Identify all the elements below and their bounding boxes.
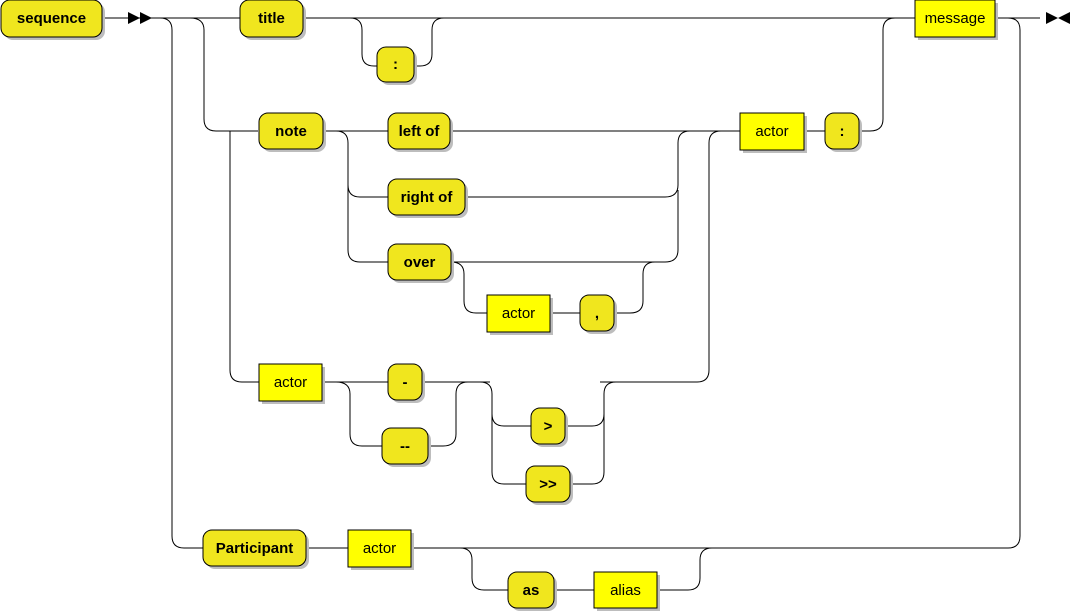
terminal-left-of-label: left of xyxy=(399,123,441,140)
nonterminal-note-actor: actor xyxy=(739,112,807,153)
terminal-double-gt-label: >> xyxy=(539,476,557,493)
terminal-title-label: title xyxy=(258,10,285,27)
terminal-gt-label: > xyxy=(544,418,553,435)
terminal-left-of: left of xyxy=(387,112,453,152)
rule-name-sequence: sequence xyxy=(0,0,105,40)
nonterminal-over-actor: actor xyxy=(486,294,553,335)
rule-name-label: sequence xyxy=(17,10,86,27)
nonterminal-line-actor: actor xyxy=(258,363,325,404)
start-arrow-icon xyxy=(128,12,152,24)
terminal-title: title xyxy=(239,0,306,40)
nonterminal-participant-actor: actor xyxy=(347,529,414,570)
terminal-note-colon: : xyxy=(824,112,862,152)
terminal-as: as xyxy=(507,571,557,611)
terminal-dash: - xyxy=(387,363,425,403)
terminal-title-colon: : xyxy=(376,46,417,85)
terminal-dash-label: - xyxy=(403,374,408,391)
nonterminal-participant-actor-label: actor xyxy=(363,540,396,557)
terminal-over-label: over xyxy=(404,254,436,271)
nonterminal-note-actor-label: actor xyxy=(755,123,788,140)
terminal-gt: > xyxy=(530,407,568,447)
nonterminal-message-label: message xyxy=(925,10,986,27)
end-arrow-icon xyxy=(1046,12,1070,24)
terminal-double-dash-label: -- xyxy=(400,438,410,455)
terminal-double-dash: -- xyxy=(381,427,431,467)
terminal-note-label: note xyxy=(275,123,307,140)
terminal-double-gt: >> xyxy=(525,465,573,505)
terminal-note: note xyxy=(258,112,326,152)
nonterminal-message: message xyxy=(914,0,998,40)
nonterminal-alias-label: alias xyxy=(610,582,641,599)
terminal-title-colon-label: : xyxy=(393,56,398,73)
terminal-right-of-label: right of xyxy=(401,189,454,206)
nonterminal-over-actor-label: actor xyxy=(502,305,535,322)
nonterminal-line-actor-label: actor xyxy=(274,374,307,391)
terminal-as-label: as xyxy=(523,582,540,599)
terminal-right-of: right of xyxy=(387,178,468,218)
terminal-participant: Participant xyxy=(202,529,309,569)
terminal-comma: , xyxy=(579,294,617,334)
nonterminal-alias: alias xyxy=(593,571,660,611)
terminal-note-colon-label: : xyxy=(840,123,845,140)
terminal-participant-label: Participant xyxy=(216,540,294,557)
terminal-comma-label: , xyxy=(595,305,599,322)
diagram-tracks xyxy=(104,12,1070,591)
terminal-over: over xyxy=(387,243,454,283)
